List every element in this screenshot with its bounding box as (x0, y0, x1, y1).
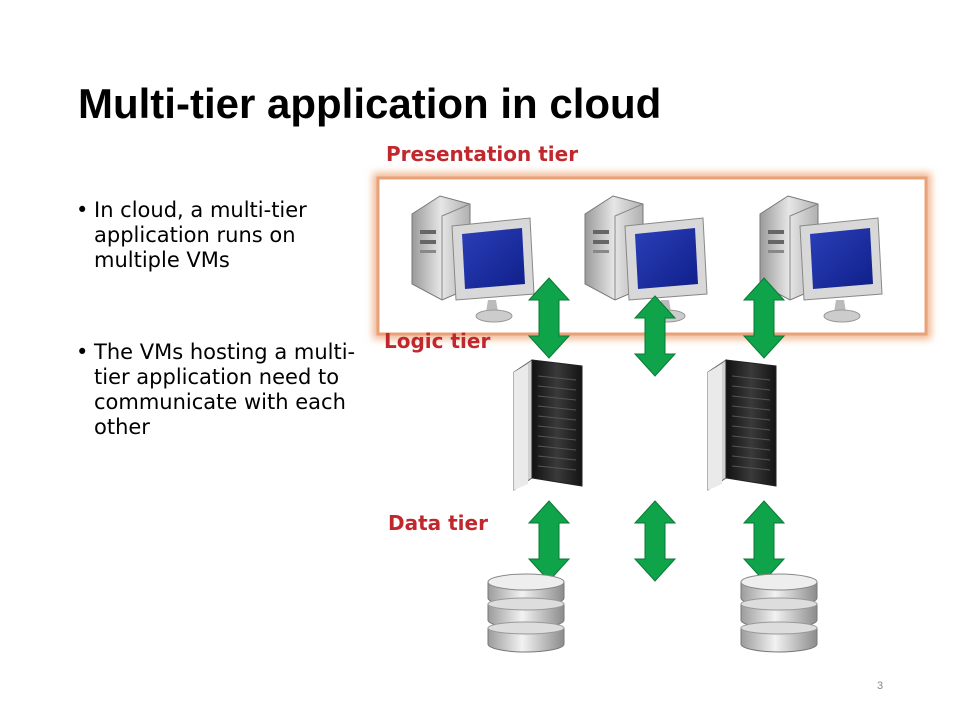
bullet-item: The VMs hosting a multi-tier application… (74, 340, 384, 441)
database-icon (487, 573, 565, 653)
slide-title: Multi-tier application in cloud (78, 80, 662, 127)
double-arrow-icon (743, 500, 785, 582)
bullet-item: In cloud, a multi-tier application runs … (74, 198, 384, 274)
database-icon (740, 573, 818, 653)
data-tier-label: Data tier (388, 511, 488, 535)
page-number: 3 (877, 680, 884, 692)
server-rack-icon (513, 359, 583, 491)
bullet-list: In cloud, a multi-tier application runs … (74, 198, 384, 506)
logic-tier-label: Logic tier (384, 329, 491, 353)
presentation-tier-label: Presentation tier (386, 142, 579, 166)
double-arrow-icon (634, 500, 676, 582)
server-rack-icon (707, 359, 777, 491)
double-arrow-icon (528, 500, 570, 582)
